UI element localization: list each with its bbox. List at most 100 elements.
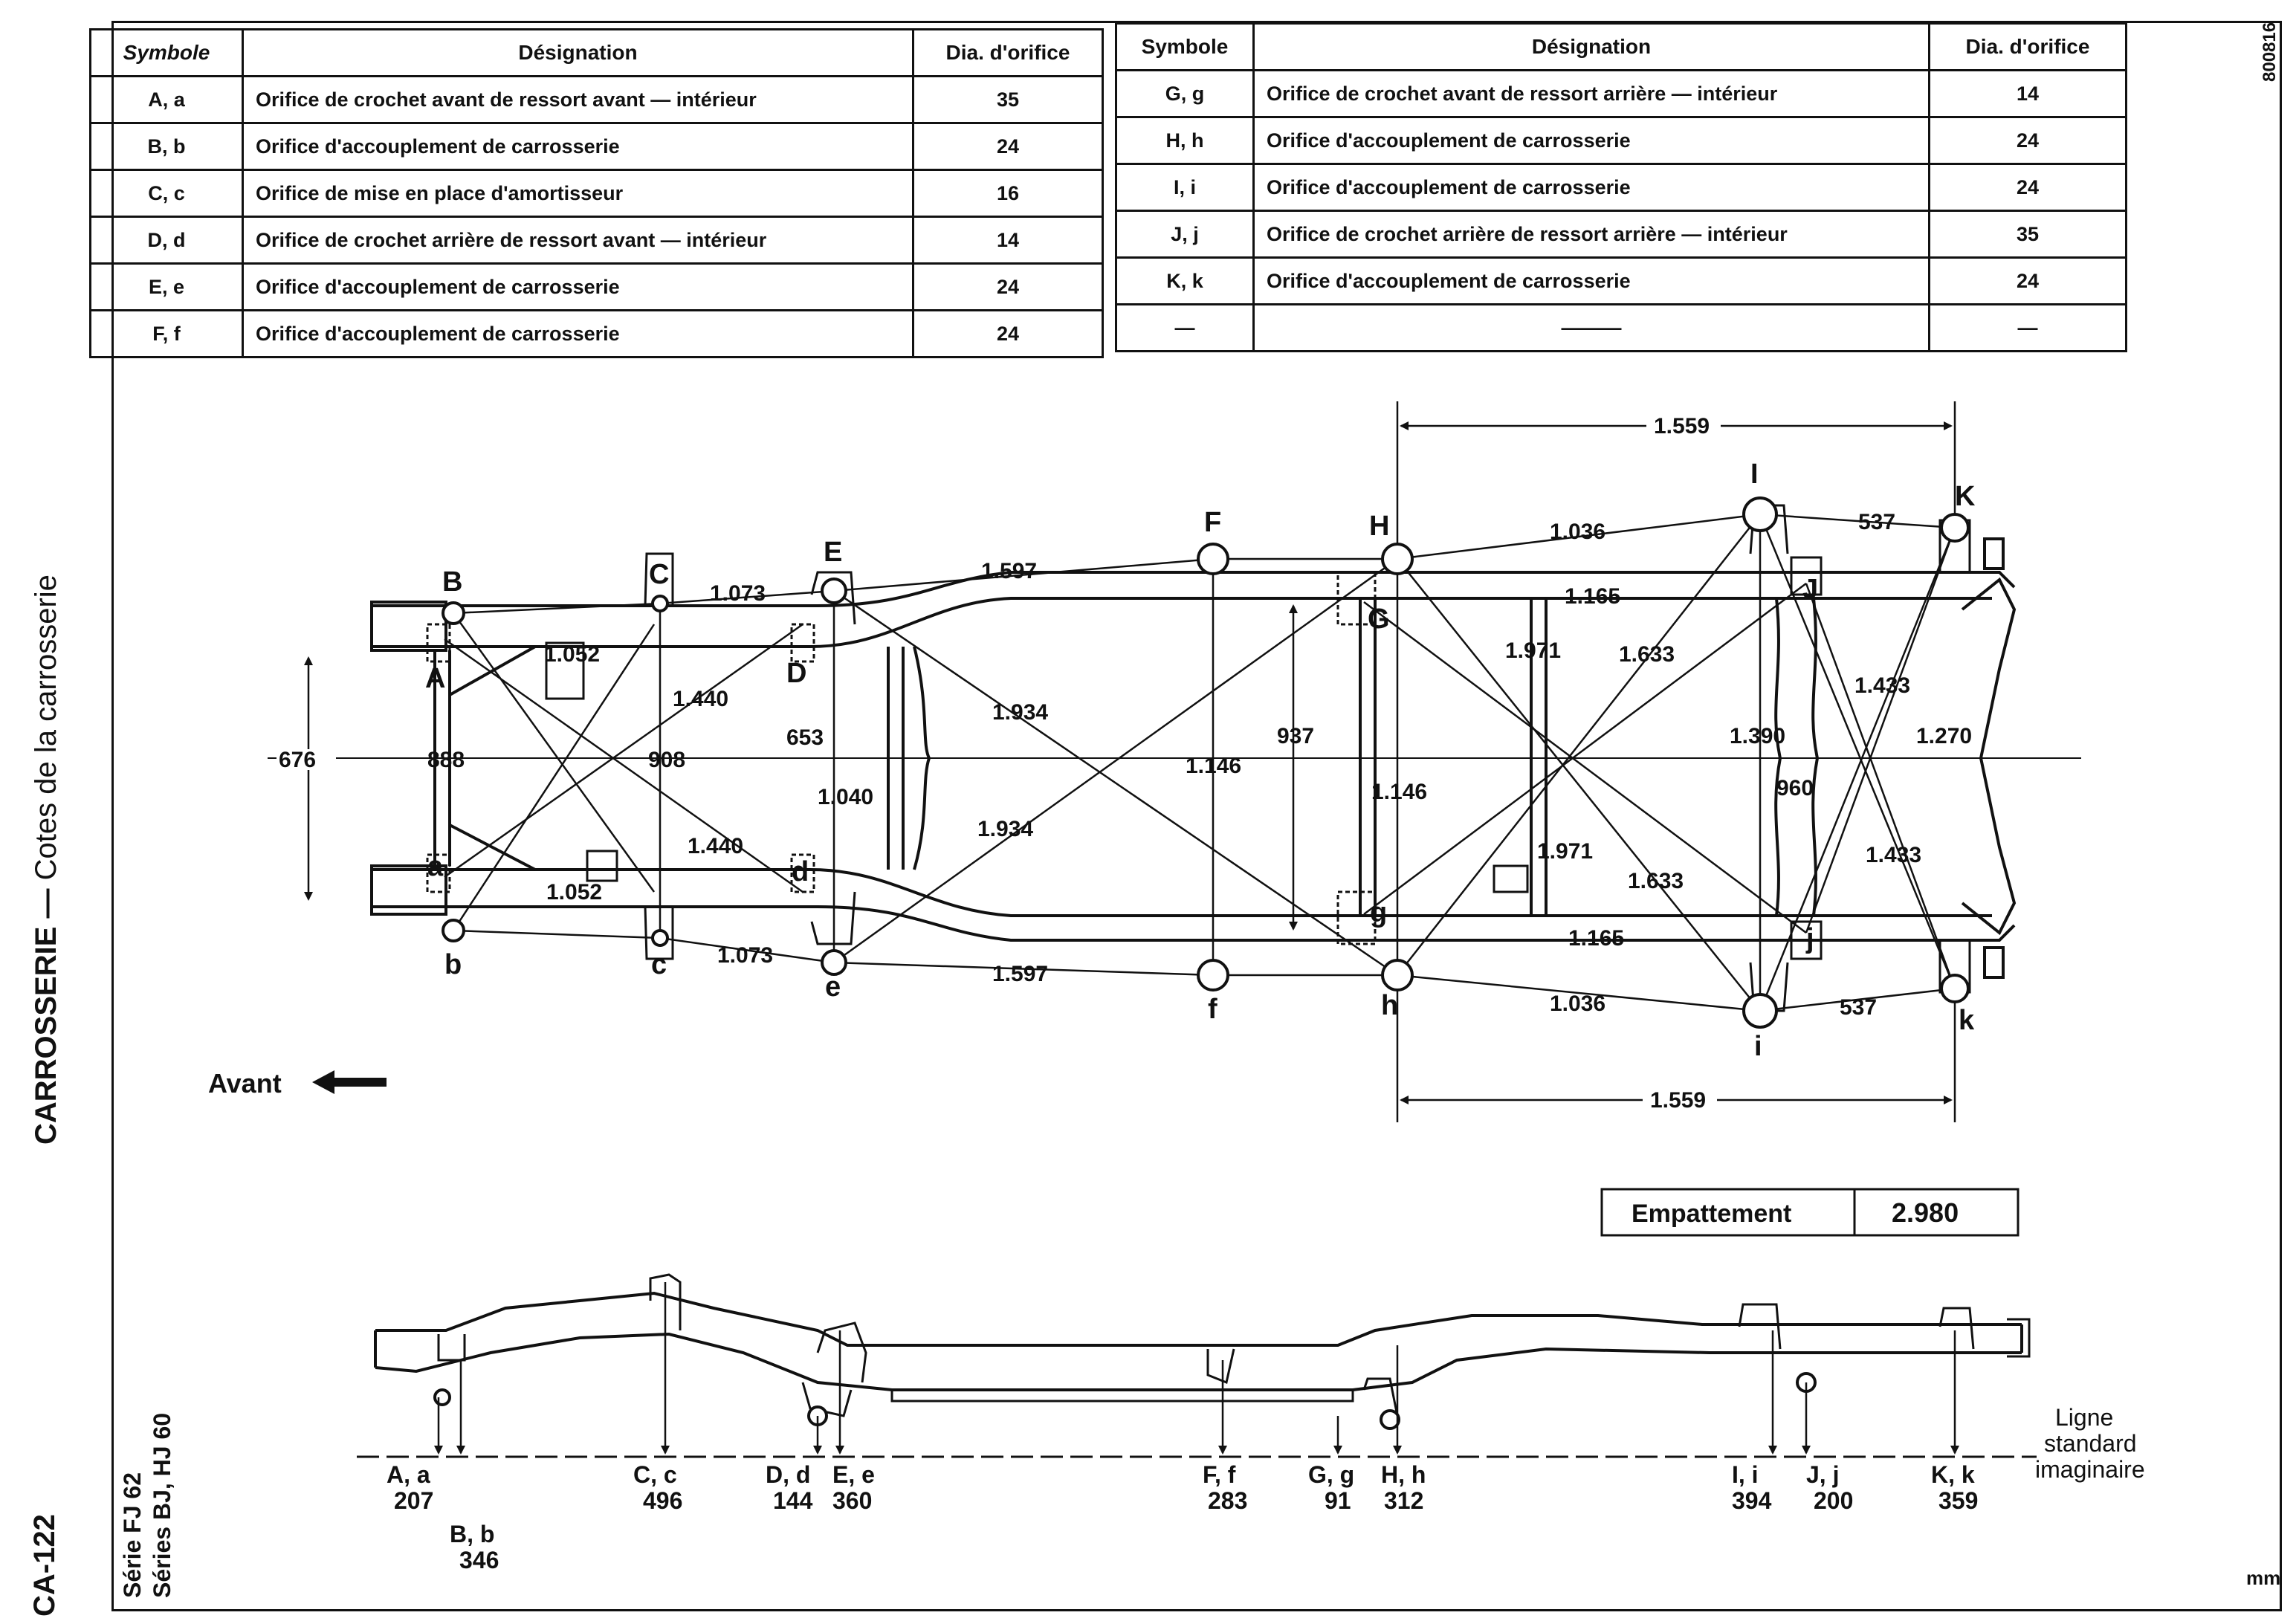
datum-label-line2: standard (2044, 1430, 2137, 1457)
dim-1040: 1.040 (818, 785, 873, 809)
hole-E (821, 578, 847, 604)
label-I: I (1750, 459, 1759, 490)
height-points-Jj: J, j (1806, 1461, 1839, 1488)
dim-937: 937 (1277, 724, 1314, 748)
dim-rear-span-bottom: 1.559 (1650, 1088, 1706, 1113)
drawing-frame (111, 21, 2282, 1611)
dim-BAd-bottom: 1.052 (546, 880, 602, 905)
height-value-Ff: 283 (1208, 1487, 1247, 1514)
label-C: C (649, 559, 669, 590)
height-labels: A, a 207 B, b 346 C, c 496 D, d 144 E, e… (387, 1461, 1978, 1573)
row-dia: 24 (1928, 163, 2127, 212)
side-bracket-A (437, 1334, 466, 1362)
hanger-G (1336, 571, 1377, 626)
header-designation: Désignation (1252, 22, 1930, 71)
table-row: C, c Orifice de mise en place d'amortiss… (89, 169, 1104, 218)
bracket-c (644, 906, 674, 960)
hole-c (651, 929, 669, 947)
row-symbol: — (1115, 303, 1255, 352)
dim-CD-bottom: 1.440 (688, 834, 743, 858)
dim-BC-bottom: 1.073 (717, 943, 773, 968)
header-symbol: Symbole (1115, 22, 1255, 71)
header-designation: Désignation (242, 28, 914, 77)
datum-label-line3: imaginaire (2035, 1456, 2145, 1483)
dim-676: 676 (279, 748, 316, 772)
height-arrows (434, 1282, 1959, 1455)
row-symbol: K, k (1115, 256, 1255, 305)
dim-CE-top: 1.597 (981, 559, 1037, 583)
label-g: g (1370, 897, 1387, 928)
dim-JK-bottom: 1.433 (1866, 843, 1921, 867)
height-points-Aa: A, a (387, 1461, 430, 1488)
table-row: B, b Orifice d'accouplement de carrosser… (89, 122, 1104, 171)
dim-CE-bottom: 1.597 (992, 962, 1048, 986)
side-bracket-K (1938, 1307, 1975, 1350)
side-bracket-C (649, 1273, 682, 1330)
hole-h (1381, 959, 1414, 991)
label-F: F (1204, 507, 1221, 538)
side-rail-bottom (375, 1332, 2022, 1391)
row-symbol: B, b (89, 122, 244, 171)
row-designation: ——— (1252, 303, 1930, 352)
row-symbol: F, f (89, 309, 244, 358)
lower-rail-inner (372, 868, 1992, 917)
front-label: Avant (208, 1068, 282, 1099)
height-value-Kk: 359 (1938, 1487, 1978, 1514)
height-points-Ee: E, e (832, 1461, 875, 1488)
row-symbol: D, d (89, 216, 244, 265)
hole-K (1940, 513, 1970, 543)
dim-1390: 1.390 (1730, 724, 1785, 748)
table-row: G, g Orifice de crochet avant de ressort… (1115, 69, 2127, 118)
shock-mount-lower (586, 850, 618, 882)
bracket-E (810, 571, 856, 625)
label-d: d (792, 856, 809, 887)
dim-IK-top: 537 (1858, 510, 1895, 534)
datum-label: Ligne standard imaginaire (2035, 1404, 2145, 1483)
row-dia: 35 (912, 75, 1104, 124)
lower-rail-outer (372, 905, 2016, 942)
dim-IJ-bottom: 1.633 (1628, 869, 1684, 893)
hole-C (651, 595, 669, 612)
hanger-J (1790, 556, 1823, 596)
dim-1270: 1.270 (1916, 724, 1972, 748)
row-designation: Orifice d'accouplement de carrosserie (242, 309, 914, 358)
label-D: D (786, 658, 806, 689)
label-f: f (1208, 994, 1217, 1025)
height-points-Bb: B, b (450, 1521, 494, 1547)
height-points-Hh: H, h (1381, 1461, 1426, 1488)
label-e: e (825, 971, 841, 1003)
unit-label: mm (2246, 1567, 2281, 1589)
row-symbol: J, j (1115, 210, 1255, 259)
table-header: Symbole Désignation Dia. d'orifice (1115, 22, 2127, 71)
row-designation: Orifice de crochet arrière de ressort ar… (1252, 210, 1930, 259)
table-row: J, j Orifice de crochet arrière de resso… (1115, 210, 2127, 259)
crossmember-2 (887, 647, 905, 870)
dim-HJ-top: 1.971 (1505, 638, 1561, 663)
dim-rear-span-top: 1.559 (1654, 414, 1710, 439)
chassis-side-view (374, 1273, 2031, 1417)
height-value-Aa: 207 (394, 1487, 433, 1514)
height-value-Cc: 496 (643, 1487, 682, 1514)
dim-888: 888 (427, 748, 465, 772)
height-points-Kk: K, k (1931, 1461, 1975, 1488)
height-value-Hh: 312 (1384, 1487, 1423, 1514)
crossmember-4 (1530, 598, 1548, 916)
datum-label-line1: Ligne (2055, 1404, 2113, 1431)
side-bracket-F (1206, 1348, 1235, 1385)
bracket-C (644, 552, 674, 606)
chassis-plan-view (268, 504, 2081, 1012)
row-symbol: I, i (1115, 163, 1255, 212)
row-symbol: C, c (89, 169, 244, 218)
spec-table-right: Symbole Désignation Dia. d'orifice G, g … (1115, 22, 2127, 352)
row-symbol: E, e (89, 262, 244, 311)
dim-908: 908 (648, 748, 685, 772)
row-designation: Orifice de crochet avant de ressort arri… (1252, 69, 1930, 118)
spec-table-left: Symbole Désignation Dia. d'orifice A, a … (89, 28, 1104, 358)
table-row: F, f Orifice d'accouplement de carrosser… (89, 309, 1104, 358)
label-h: h (1381, 990, 1398, 1021)
height-value-Dd: 144 (773, 1487, 813, 1514)
dim-BAd-top: 1.052 (544, 642, 600, 667)
dimension-lines (304, 401, 1956, 1122)
row-designation: Orifice d'accouplement de carrosserie (242, 262, 914, 311)
